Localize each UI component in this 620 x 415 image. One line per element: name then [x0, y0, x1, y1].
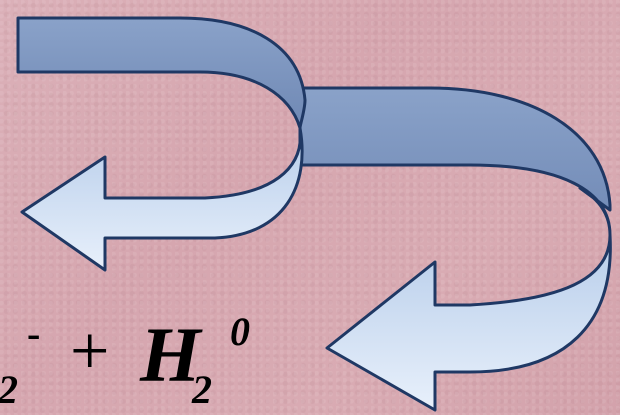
formula-left-charge: - — [27, 311, 41, 356]
formula-superscript: 0 — [230, 309, 250, 354]
curved-arrow-lower-icon — [298, 86, 612, 412]
formula-subscript: 2 — [192, 367, 212, 412]
formula-left-subscript: 2 — [0, 367, 18, 412]
formula-element: H — [140, 311, 201, 398]
formula-plus-sign: + — [70, 313, 110, 390]
chemical-formula: 2 - + H 2 0 — [0, 309, 330, 415]
curved-arrow-upper-icon — [16, 16, 307, 272]
